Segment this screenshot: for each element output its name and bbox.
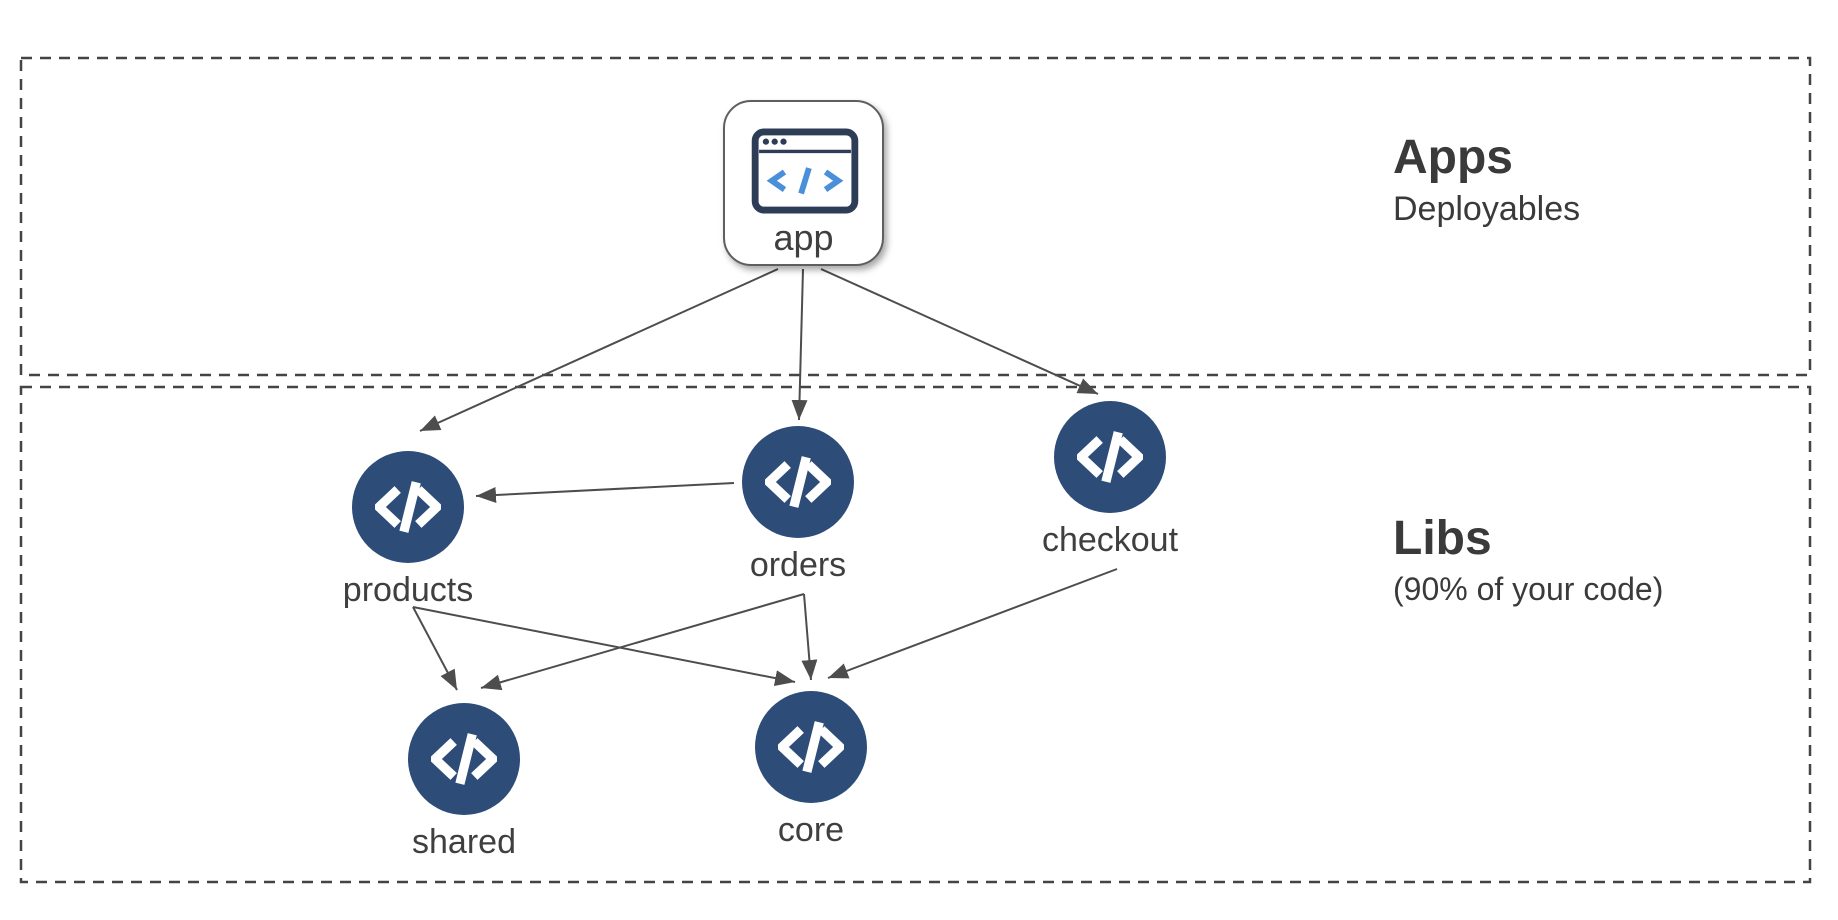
libs-section-subtitle: (90% of your code) bbox=[1393, 570, 1664, 607]
edge-app-orders bbox=[791, 268, 808, 421]
code-icon-circle bbox=[352, 451, 464, 563]
code-icon-circle bbox=[755, 691, 867, 803]
node-orders-label: orders bbox=[749, 546, 847, 584]
code-icon bbox=[778, 721, 844, 773]
apps-section-label: Apps Deployables bbox=[1393, 130, 1580, 229]
code-icon-circle bbox=[408, 703, 520, 815]
node-app-label: app bbox=[773, 217, 834, 258]
apps-section-title: Apps bbox=[1393, 131, 1513, 184]
code-icon-circle bbox=[742, 426, 854, 538]
node-app: app bbox=[723, 100, 884, 266]
code-icon bbox=[375, 481, 441, 533]
browser-code-icon bbox=[751, 128, 859, 214]
libs-section-title: Libs bbox=[1393, 512, 1492, 565]
edge-orders-products bbox=[475, 482, 735, 503]
libs-section-label: Libs (90% of your code) bbox=[1393, 511, 1663, 608]
node-products: products bbox=[318, 451, 498, 610]
code-icon bbox=[765, 456, 831, 508]
edge-products-shared bbox=[412, 606, 458, 691]
code-icon bbox=[431, 733, 497, 785]
node-shared-label: shared bbox=[412, 823, 516, 861]
node-core-label: core bbox=[777, 811, 845, 849]
node-products-label: products bbox=[342, 571, 474, 609]
apps-section-box bbox=[19, 56, 1812, 377]
edge-app-products bbox=[419, 268, 779, 432]
edge-products-core bbox=[412, 606, 796, 686]
edge-app-checkout bbox=[820, 268, 1099, 395]
node-core: core bbox=[721, 691, 901, 850]
apps-section-subtitle: Deployables bbox=[1393, 189, 1581, 228]
code-icon-circle bbox=[1054, 401, 1166, 513]
code-icon bbox=[1077, 431, 1143, 483]
node-orders: orders bbox=[708, 426, 888, 585]
node-checkout-label: checkout bbox=[1041, 521, 1179, 559]
libs-section-box bbox=[19, 385, 1812, 884]
edge-checkout-core bbox=[827, 568, 1118, 679]
node-shared: shared bbox=[374, 703, 554, 862]
edge-orders-core bbox=[801, 593, 818, 681]
edge-orders-shared bbox=[480, 593, 805, 691]
node-checkout: checkout bbox=[1020, 401, 1200, 560]
